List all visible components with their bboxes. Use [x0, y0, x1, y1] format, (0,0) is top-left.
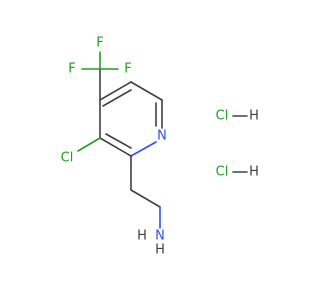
bond-ch2-ch2: [130, 189, 161, 208]
amine-nitrogen-label: N: [155, 229, 165, 244]
chlorine-ring-label: Cl: [61, 151, 74, 166]
fluorine-top-label: F: [96, 36, 103, 51]
bond-c5-c4: [99, 81, 132, 101]
hcl-h-label-2: H: [249, 165, 259, 180]
bond-c2-c3-inner: [105, 133, 132, 149]
bond-c4-c6: [130, 81, 163, 101]
fluorine-left-label: F: [68, 62, 75, 77]
ring-nitrogen-label: N: [157, 129, 167, 144]
pyridine-ring: [99, 81, 163, 157]
fluorine-right-label: F: [124, 62, 131, 77]
bond-c2-c3: [99, 137, 132, 157]
bond-c3-cl: [77, 137, 101, 152]
chemical-structure: F F F Cl N H N H Cl H Cl H: [61, 36, 259, 258]
hcl-h-label-1: H: [249, 109, 259, 124]
amine-h2-label: H: [155, 243, 165, 258]
hcl-cl-label-2: Cl: [216, 165, 229, 180]
hcl-cl-label-1: Cl: [216, 109, 229, 124]
bond-c5-c4-inner: [102, 89, 132, 107]
bond-n-c2: [130, 141, 157, 157]
amine-h1-label: H: [137, 229, 147, 244]
